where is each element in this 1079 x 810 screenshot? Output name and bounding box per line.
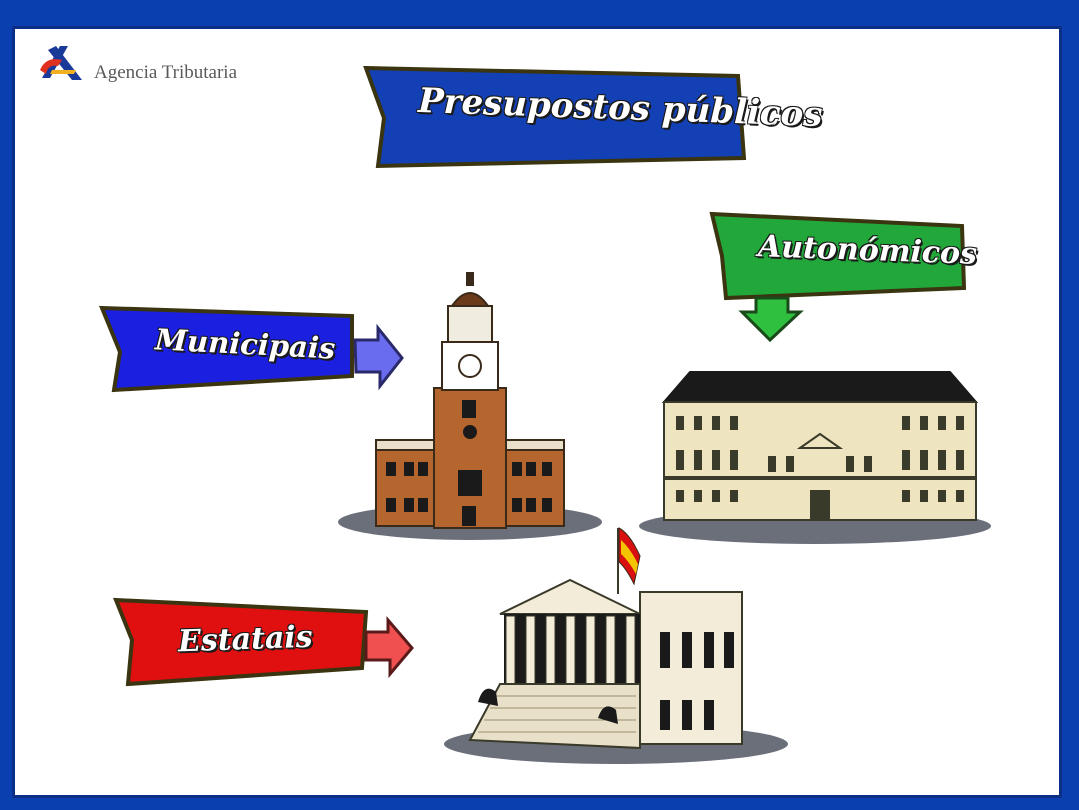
estatais-banner (112, 597, 414, 687)
spain-flag-icon (618, 527, 641, 586)
agencia-tributaria-logo-icon (40, 46, 82, 80)
estatais-label: Estatais (177, 619, 314, 660)
regional-government-building-icon (639, 371, 991, 544)
autonomicos-banner (709, 211, 967, 343)
parliament-building-icon (444, 528, 788, 764)
municipais-banner (98, 305, 404, 393)
logo-text: Agencia Tributaria (94, 62, 238, 83)
city-hall-icon (338, 272, 602, 540)
title-banner (363, 65, 747, 169)
